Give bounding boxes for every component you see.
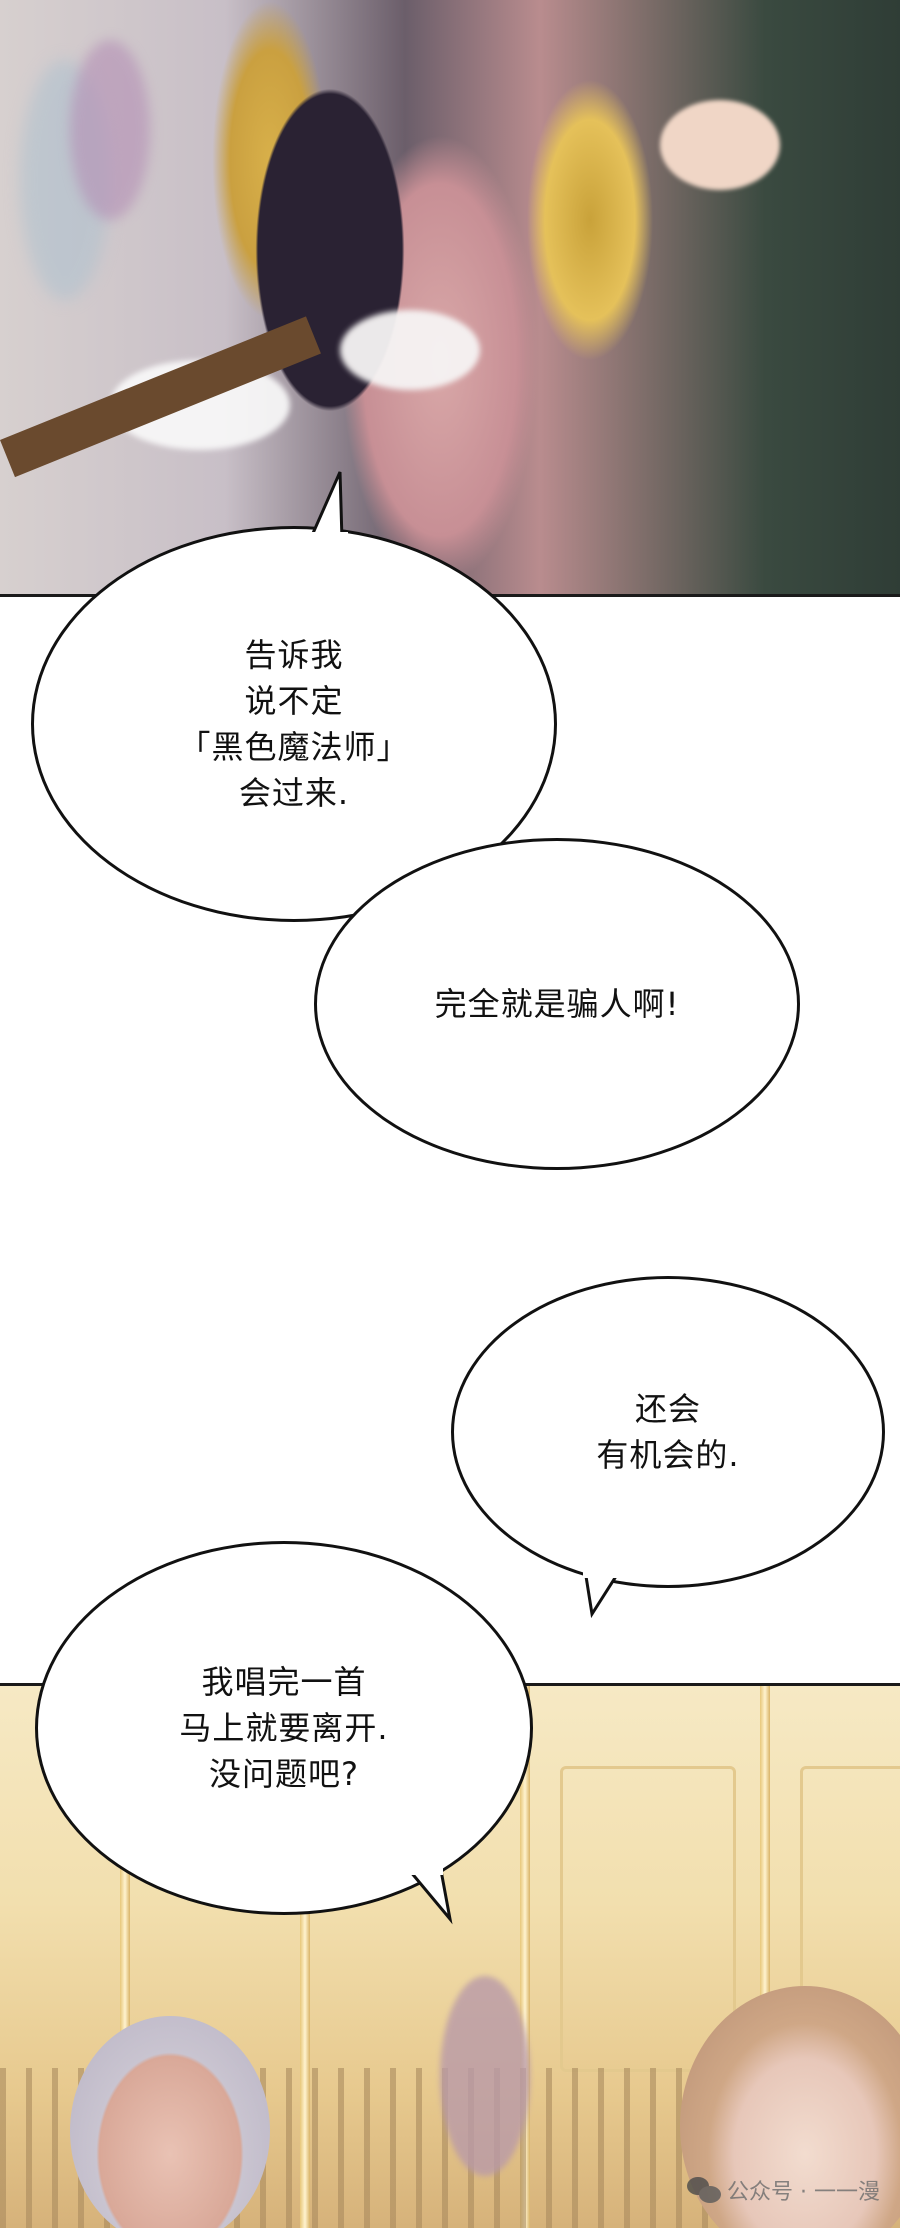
bubble-tail — [308, 471, 348, 540]
gloved-hand — [340, 310, 480, 390]
dialogue-line: 完全就是骗人啊! — [434, 985, 680, 1023]
background-figure — [70, 40, 150, 220]
watermark: 公众号 · 一一漫 — [687, 2174, 880, 2206]
speech-bubble: 完全就是骗人啊! — [314, 838, 800, 1170]
wechat-icon — [687, 2177, 722, 2203]
elderly-man — [70, 2016, 270, 2228]
dialogue-line: 我唱完一首 — [201, 1663, 367, 1701]
watermark-text: 公众号 · 一一漫 — [727, 2180, 880, 2205]
dialogue-line: 会过来. — [238, 774, 350, 812]
dialogue-line: 「黑色魔法师」 — [178, 728, 410, 766]
speech-bubble: 还会 有机会的. — [451, 1276, 885, 1588]
dialogue-line: 没问题吧? — [209, 1755, 359, 1793]
comic-panel-top — [0, 0, 900, 597]
bubble-tail — [403, 1865, 453, 1925]
wall-panel — [560, 1766, 736, 2072]
dialogue-line: 告诉我 — [244, 636, 344, 674]
dialogue-line: 有机会的. — [596, 1436, 740, 1474]
dialogue-line: 说不定 — [244, 682, 344, 720]
couple-figures — [440, 1976, 530, 2176]
speech-bubble: 我唱完一首 马上就要离开. 没问题吧? — [35, 1541, 533, 1915]
dialogue-line: 马上就要离开. — [179, 1709, 389, 1747]
bubble-tail — [583, 1570, 623, 1619]
hand — [660, 100, 780, 190]
dialogue-line: 还会 — [634, 1390, 701, 1428]
speech-bubble: 告诉我 说不定 「黑色魔法师」 会过来. — [31, 526, 557, 922]
